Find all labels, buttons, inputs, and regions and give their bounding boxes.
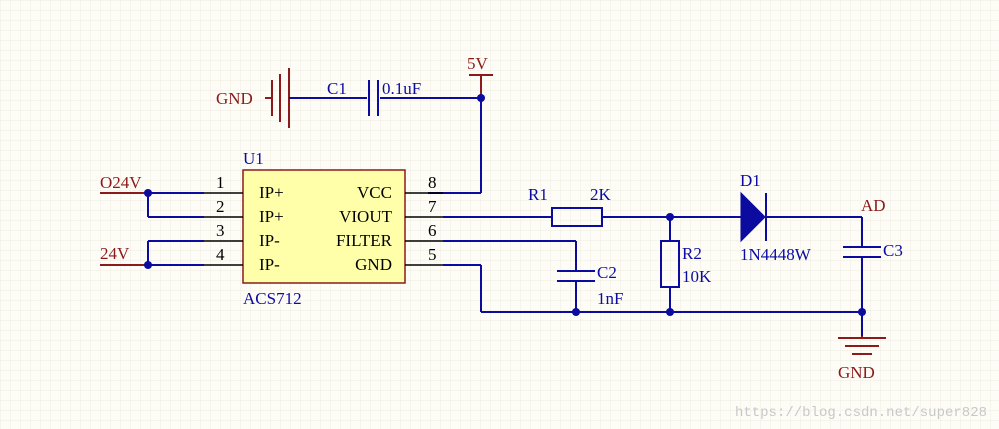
net-label-ad: AD — [861, 196, 886, 215]
u1-pin8-number: 8 — [428, 173, 437, 192]
c2-value: 1nF — [597, 289, 623, 308]
d1-value: 1N4448W — [740, 245, 812, 264]
u1-pin3-number: 3 — [216, 221, 225, 240]
u1-designator: U1 — [243, 149, 264, 168]
u1-body — [242, 169, 406, 284]
capacitor-c2 — [557, 270, 595, 282]
junction-r2-gnd — [666, 308, 674, 316]
c1-designator: C1 — [327, 79, 347, 98]
u1-pin6-name: FILTER — [336, 231, 393, 250]
r1-designator: R1 — [528, 185, 548, 204]
r2-value: 10K — [682, 267, 712, 286]
net-label-24v: 24V — [100, 244, 130, 263]
c2-designator: C2 — [597, 263, 617, 282]
junction-c3-gnd — [858, 308, 866, 316]
u1-pin2-name: IP+ — [259, 207, 284, 226]
net-label-gnd-bottom: GND — [838, 363, 875, 382]
junction-24v — [144, 261, 152, 269]
u1-pin4-name: IP- — [259, 255, 280, 274]
r2-designator: R2 — [682, 244, 702, 263]
u1-pin8-name: VCC — [357, 183, 392, 202]
gnd-symbol-bottom — [838, 336, 886, 355]
u1-pin5-name: GND — [355, 255, 392, 274]
net-label-5v: 5V — [467, 54, 489, 73]
c1-value: 0.1uF — [382, 79, 421, 98]
u1-pin7-number: 7 — [428, 197, 437, 216]
u1-pin1-name: IP+ — [259, 183, 284, 202]
capacitor-c3 — [843, 246, 881, 258]
watermark-url: https://blog.csdn.net/super828 — [735, 405, 987, 421]
u1-pin7-name: VIOUT — [339, 207, 392, 226]
u1-pin1-number: 1 — [216, 173, 225, 192]
u1-pin3-name: IP- — [259, 231, 280, 250]
u1-pin2-number: 2 — [216, 197, 225, 216]
junction-c2-gnd — [572, 308, 580, 316]
d1-designator: D1 — [740, 171, 761, 190]
u1-part: ACS712 — [243, 289, 302, 308]
u1-pin5-number: 5 — [428, 245, 437, 264]
junction-o24v — [144, 189, 152, 197]
u1-pin6-number: 6 — [428, 221, 437, 240]
u1-pin4-number: 4 — [216, 245, 225, 264]
c3-designator: C3 — [883, 241, 903, 260]
net-label-gnd-left: GND — [216, 89, 253, 108]
r1-value: 2K — [590, 185, 612, 204]
net-label-o24v: O24V — [100, 173, 142, 192]
capacitor-c1 — [368, 80, 379, 116]
